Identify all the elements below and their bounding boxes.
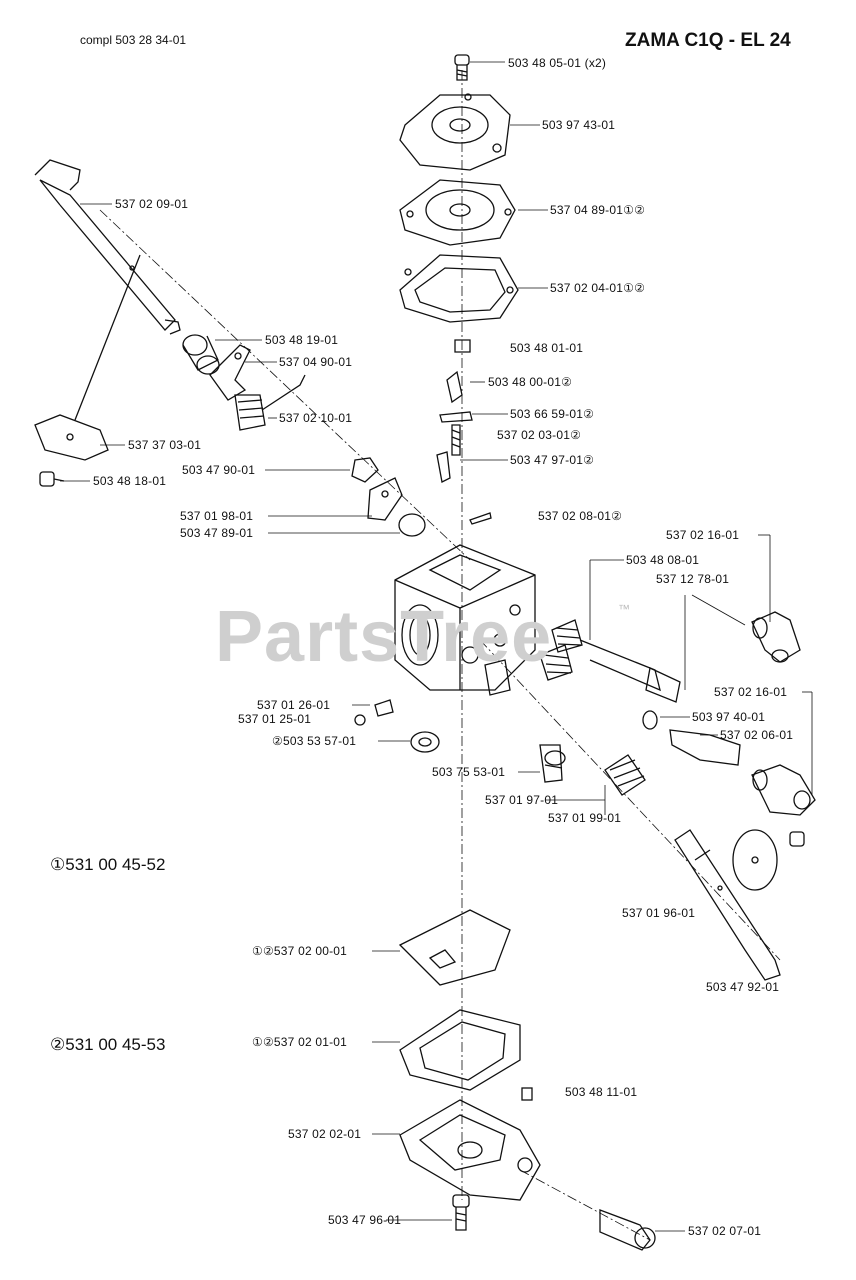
part-label[interactable]: 537 02 09-01 [115, 197, 189, 211]
throttle-plate-part [34, 254, 141, 461]
leader-lines [60, 61, 813, 1232]
part-label[interactable]: 537 02 06-01 [720, 728, 794, 742]
part-label[interactable]: 503 47 92-01 [706, 980, 780, 994]
pump-diaphragm-part [399, 1009, 521, 1091]
cover-plate-part [399, 93, 511, 171]
part-label[interactable]: 503 48 19-01 [265, 333, 339, 347]
return-spring-part [234, 374, 306, 431]
top-screw-part [454, 54, 470, 81]
part-label[interactable]: 537 02 16-01 [666, 528, 740, 542]
part-label[interactable]: 503 48 11-01 [565, 1085, 638, 1099]
part-label[interactable]: 537 02 04-01①② [550, 281, 646, 295]
screw-axis-line [519, 1169, 651, 1241]
part-label[interactable]: 537 04 90-01 [279, 355, 353, 369]
pump-cover-part [399, 1099, 541, 1201]
compl-label: compl 503 28 34-01 [80, 33, 187, 47]
diaphragm-part [399, 179, 516, 246]
gasket-part [399, 254, 519, 323]
part-label[interactable]: 503 47 97-01② [510, 453, 595, 467]
adjust-needle-low-part [539, 644, 741, 766]
watermark-trademark: ™ [618, 602, 630, 616]
lower-gasket-part [398, 909, 511, 986]
carburetor-body-part [394, 544, 536, 696]
part-label[interactable]: 503 97 40-01 [692, 710, 766, 724]
idle-screw-part [539, 744, 566, 783]
part-label[interactable]: 537 02 08-01② [538, 509, 623, 523]
adjust-needle-high-part [551, 619, 681, 703]
part-label[interactable]: ①②537 02 00-01 [252, 944, 348, 958]
part-label[interactable]: ②503 53 57-01 [272, 734, 357, 748]
part-label[interactable]: 537 37 03-01 [128, 438, 202, 452]
choke-screw-part [789, 831, 805, 847]
part-label[interactable]: 537 01 25-01 [238, 712, 312, 726]
plate-screw-part [39, 471, 65, 487]
part-label[interactable]: 537 04 89-01①② [550, 203, 646, 217]
part-label[interactable]: 537 01 98-01 [180, 509, 254, 523]
part-label[interactable]: 537 02 10-01 [279, 411, 353, 425]
choke-lever-part [351, 457, 426, 537]
part-label[interactable]: 537 02 03-01② [497, 428, 582, 442]
limiter-cap-lower-part [751, 764, 816, 816]
part-label[interactable]: 503 66 59-01② [510, 407, 595, 421]
part-label[interactable]: 503 48 00-01② [488, 375, 573, 389]
bushing-part [182, 334, 220, 375]
limiter-cap-upper-part [751, 611, 801, 663]
part-label[interactable]: 503 48 01-01 [510, 341, 584, 355]
part-label[interactable]: 503 97 43-01 [542, 118, 616, 132]
watermark-text: PartsTree [215, 597, 553, 677]
lever-arm-part [209, 344, 251, 401]
small-screw-part [354, 699, 394, 726]
lever-axis-line [99, 209, 471, 561]
lower-axis-line [479, 639, 781, 961]
choke-plate-part [732, 829, 778, 891]
part-label[interactable]: 503 47 90-01 [182, 463, 256, 477]
part-label[interactable]: 537 01 97-01 [485, 793, 559, 807]
choke-shaft-part [674, 829, 781, 981]
cover-screw-part [599, 1209, 656, 1251]
part-label[interactable]: 503 48 08-01 [626, 553, 700, 567]
part-label[interactable]: 537 02 16-01 [714, 685, 788, 699]
part-label[interactable]: 503 47 96-01 [328, 1213, 402, 1227]
part-label[interactable]: 503 75 53-01 [432, 765, 506, 779]
diagram-title: ZAMA C1Q - EL 24 [625, 30, 791, 51]
part-label[interactable]: 537 01 96-01 [622, 906, 696, 920]
part-label[interactable]: 537 02 07-01 [688, 1224, 762, 1238]
part-label[interactable]: ①②537 02 01-01 [252, 1035, 348, 1049]
part-label[interactable]: 537 01 26-01 [257, 698, 331, 712]
throttle-shaft-part [34, 159, 181, 335]
part-label[interactable]: 503 48 18-01 [93, 474, 167, 488]
bottom-screw-part [452, 1194, 470, 1231]
part-label[interactable]: 537 01 99-01 [548, 811, 622, 825]
kit-2-label: ②531 00 45-53 [50, 1035, 166, 1054]
kit-1-label: ①531 00 45-52 [50, 855, 166, 874]
filter-nut-part [410, 731, 440, 753]
pump-pin-part [521, 1087, 533, 1101]
idle-spring-part [604, 754, 646, 796]
needle-valve-parts [436, 339, 492, 525]
part-label[interactable]: 503 47 89-01 [180, 526, 254, 540]
part-label[interactable]: 537 12 78-01 [656, 572, 730, 586]
part-label[interactable]: 503 48 05-01 (x2) [508, 56, 607, 70]
part-label[interactable]: 537 02 02-01 [288, 1127, 362, 1141]
